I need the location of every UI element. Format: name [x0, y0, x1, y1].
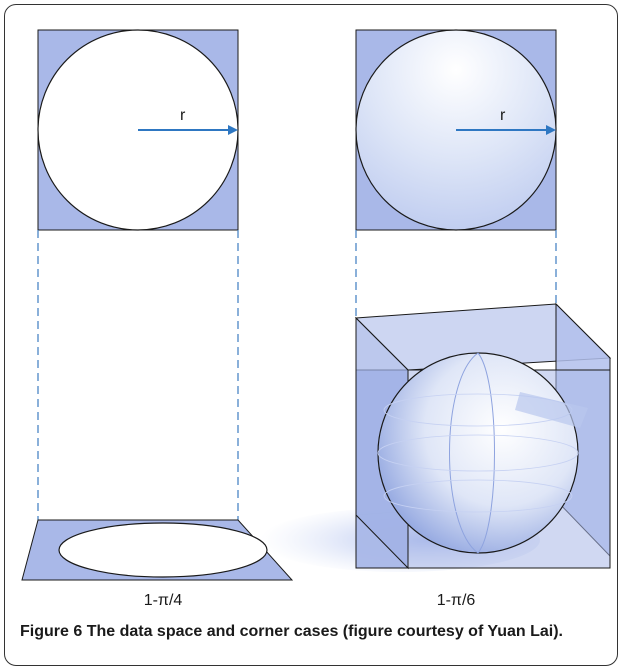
left-flat-square — [21, 519, 294, 581]
right-ratio-label: 1-π/6 — [437, 592, 476, 609]
left-radius-label: r — [180, 107, 186, 124]
right-radius-label: r — [500, 107, 506, 124]
left-projection-lines — [37, 230, 239, 520]
right-projection-lines — [355, 230, 557, 318]
figure-caption-text: The data space and corner cases (figure … — [86, 623, 563, 640]
sphere — [377, 352, 588, 554]
figure-caption-label: Figure 6 — [20, 623, 87, 640]
figure-caption: Figure 6 The data space and corner cases… — [20, 621, 610, 643]
left-ratio-label: 1-π/4 — [144, 592, 183, 609]
